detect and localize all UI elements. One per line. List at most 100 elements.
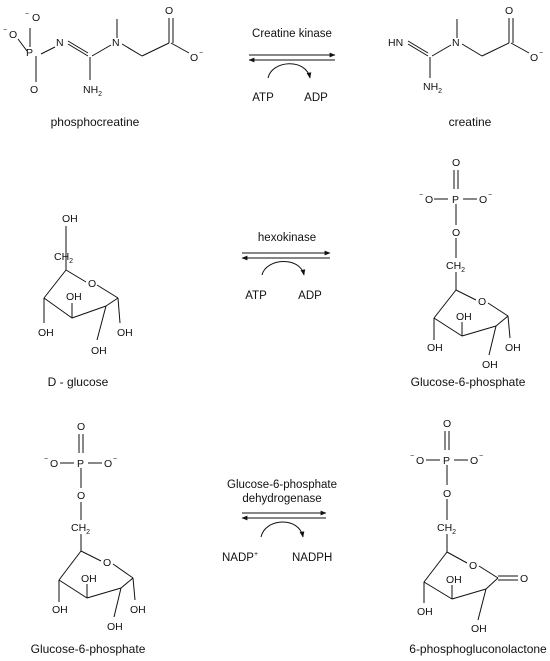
glucose-6-phosphate-atoms: O O − P O − O CH2 O OH OH OH OH bbox=[44, 421, 146, 633]
atom-o: O bbox=[30, 84, 38, 96]
cofactor-in-2: ATP bbox=[245, 290, 267, 302]
atom-oh: OH bbox=[446, 574, 462, 586]
cofactor-out-3: NADPH bbox=[292, 552, 332, 564]
atom-o: O bbox=[443, 488, 451, 500]
atom-oh: OH bbox=[130, 604, 146, 616]
atom-oh: OH bbox=[66, 291, 82, 303]
atom-oh: OH bbox=[417, 606, 433, 618]
atom-oh: OH bbox=[62, 213, 78, 225]
atom-p: P bbox=[77, 458, 84, 470]
6-phosphogluconolactone-structure bbox=[423, 431, 518, 621]
product-label-2: Glucose-6-phosphate bbox=[411, 375, 526, 389]
atom-o: O bbox=[103, 557, 111, 569]
charge-minus: − bbox=[479, 453, 483, 460]
cofactor-curve-arrow bbox=[267, 63, 312, 79]
charge-minus: − bbox=[419, 192, 423, 199]
cofactor-in-3: NADP+ bbox=[222, 551, 258, 564]
atom-o-minus: O bbox=[9, 29, 17, 41]
atom-o: O bbox=[478, 296, 486, 308]
cofactor-curve-arrow bbox=[260, 521, 305, 538]
product-label-1: creatine bbox=[449, 115, 492, 129]
phosphocreatine-structure bbox=[17, 18, 190, 82]
atom-oh: OH bbox=[456, 311, 472, 323]
atom-oh: OH bbox=[505, 342, 521, 354]
substrate-label-1: phosphocreatine bbox=[51, 115, 140, 129]
atom-n: N bbox=[452, 37, 460, 49]
atom-ch2: CH2 bbox=[446, 260, 465, 274]
atom-o: O bbox=[469, 560, 477, 572]
atom-o-minus: O bbox=[425, 194, 433, 206]
glucose-6-phosphate-structure bbox=[58, 434, 136, 618]
atom-oh: OH bbox=[91, 345, 107, 357]
atom-o: O bbox=[443, 418, 451, 430]
atom-oh: OH bbox=[38, 327, 54, 339]
atom-ch2: CH2 bbox=[71, 522, 90, 536]
enzyme-label-2: hexokinase bbox=[258, 232, 316, 244]
atom-o-minus: O bbox=[104, 458, 112, 470]
atom-o-minus: O bbox=[416, 455, 424, 467]
d-glucose-atoms: OH CH2 O OH OH OH OH bbox=[38, 213, 133, 357]
atom-nh2: NH2 bbox=[423, 81, 442, 95]
charge-minus: − bbox=[199, 50, 203, 57]
atom-p: P bbox=[452, 194, 459, 206]
cofactor-in-1: ATP bbox=[252, 92, 274, 104]
cofactor-curve-arrow bbox=[261, 261, 306, 276]
product-label-3: 6-phosphogluconolactone bbox=[409, 642, 547, 656]
cofactor-out-1: ADP bbox=[304, 92, 328, 104]
d-glucose-structure bbox=[43, 226, 121, 341]
substrate-label-2: D - glucose bbox=[48, 375, 109, 389]
atom-o-minus: O bbox=[32, 12, 40, 24]
charge-minus: − bbox=[25, 11, 29, 18]
atom-o: O bbox=[77, 490, 85, 502]
charge-minus: − bbox=[44, 456, 48, 463]
creatine-structure bbox=[407, 18, 530, 78]
atom-o: O bbox=[505, 5, 513, 17]
charge-minus: − bbox=[113, 456, 117, 463]
atom-p: P bbox=[443, 455, 450, 467]
atom-o-minus: O bbox=[470, 455, 478, 467]
reaction-arrows-3: Glucose-6-phosphate dehydrogenase NADP+ … bbox=[222, 479, 337, 564]
charge-minus: − bbox=[410, 453, 414, 460]
charge-minus: − bbox=[539, 50, 543, 57]
atom-o: O bbox=[452, 157, 460, 169]
atom-o-minus: O bbox=[50, 458, 58, 470]
reaction-arrows-2: hexokinase ATP ADP bbox=[241, 232, 331, 302]
atom-nh2: NH2 bbox=[83, 84, 102, 98]
glucose-6-phosphate-structure bbox=[433, 170, 511, 356]
atom-o: O bbox=[77, 421, 85, 433]
atom-oh: OH bbox=[471, 623, 487, 635]
creatine-atoms: HN NH2 N O O − bbox=[388, 5, 543, 95]
charge-minus: − bbox=[3, 27, 7, 34]
atom-n: N bbox=[112, 37, 120, 49]
atom-n: N bbox=[56, 37, 64, 49]
atom-oh: OH bbox=[482, 359, 498, 371]
reaction-arrows-1: Creatine kinase ATP ADP bbox=[248, 28, 336, 104]
glucose-6-phosphate-atoms: O O − P O − O CH2 O OH OH OH OH bbox=[419, 157, 521, 371]
atom-p: P bbox=[26, 47, 33, 59]
atom-ch2: CH2 bbox=[437, 522, 456, 536]
atom-oh: OH bbox=[107, 621, 123, 633]
atom-ch2: CH2 bbox=[54, 251, 73, 265]
charge-minus: − bbox=[488, 192, 492, 199]
atom-oh: OH bbox=[81, 573, 97, 585]
enzyme-label-3-line-1: Glucose-6-phosphate bbox=[227, 479, 337, 491]
6-phosphogluconolactone-atoms: O O − P O − O CH2 O O OH OH OH bbox=[410, 418, 528, 635]
atom-o-minus: O bbox=[530, 52, 538, 64]
phosphocreatine-atoms: O − O − P O N NH2 N O O − bbox=[3, 5, 203, 98]
atom-hn: HN bbox=[388, 37, 403, 49]
cofactor-out-2: ADP bbox=[298, 290, 322, 302]
atom-oh: OH bbox=[52, 604, 68, 616]
atom-o: O bbox=[452, 227, 460, 239]
atom-oh: OH bbox=[117, 327, 133, 339]
atom-o-minus: O bbox=[479, 194, 487, 206]
atom-o: O bbox=[88, 278, 96, 290]
enzyme-label-1: Creatine kinase bbox=[252, 28, 332, 40]
enzyme-label-3-line-2: dehydrogenase bbox=[242, 493, 321, 505]
atom-o: O bbox=[520, 573, 528, 585]
substrate-label-3: Glucose-6-phosphate bbox=[31, 642, 146, 656]
atom-oh: OH bbox=[427, 342, 443, 354]
atom-o: O bbox=[165, 5, 173, 17]
atom-o-minus: O bbox=[190, 52, 198, 64]
